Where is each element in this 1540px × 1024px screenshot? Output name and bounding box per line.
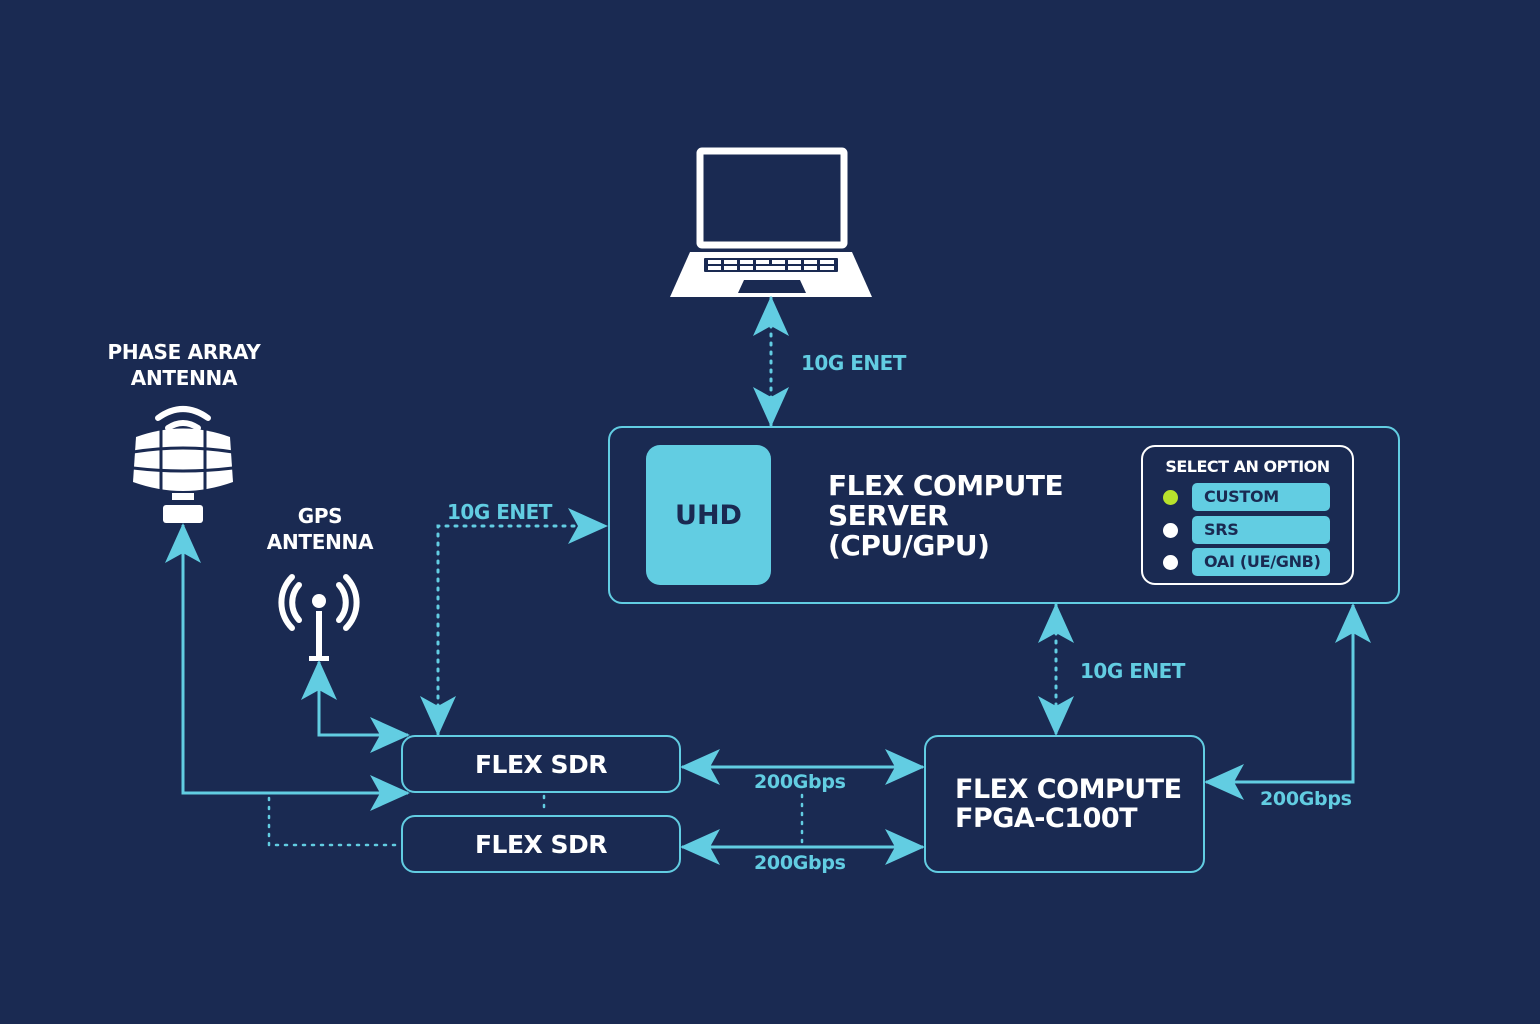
server-title-line2: SERVER xyxy=(828,499,949,532)
link-label-fpga-server: 200Gbps xyxy=(1260,788,1352,810)
server-title-line1: FLEX COMPUTE xyxy=(828,469,1064,502)
fpga-title-line1: FLEX COMPUTE xyxy=(955,774,1182,805)
phase-array-antenna-icon xyxy=(132,406,234,523)
flex-compute-fpga-box xyxy=(924,735,1205,873)
fpga-title: FLEX COMPUTE FPGA-C100T xyxy=(955,775,1182,833)
flex-compute-server-box xyxy=(608,426,1400,604)
link-label-laptop-server: 10G ENET xyxy=(801,351,906,375)
radio-unselected-icon[interactable] xyxy=(1163,554,1178,570)
select-option-panel: SELECT AN OPTION CUSTOM SRS OAI (UE/GNB) xyxy=(1141,445,1354,585)
link-label-server-fpga: 10G ENET xyxy=(1080,659,1185,683)
gps-antenna-label: GPS ANTENNA xyxy=(240,503,400,555)
option-label[interactable]: CUSTOM xyxy=(1192,483,1330,511)
fpga-title-line2: FPGA-C100T xyxy=(955,803,1138,834)
link-label-sdr2-fpga: 200Gbps xyxy=(754,852,846,874)
flex-sdr-label: FLEX SDR xyxy=(474,829,608,859)
link-dotted-sdr2 xyxy=(267,796,401,847)
phase-array-antenna-label: PHASE ARRAY ANTENNA xyxy=(84,339,284,391)
flex-sdr-box-1: FLEX SDR xyxy=(401,735,681,793)
radio-selected-icon[interactable] xyxy=(1163,489,1178,505)
flex-sdr-label: FLEX SDR xyxy=(474,749,608,779)
link-fpga-server-200g xyxy=(1204,603,1371,800)
link-phase-antenna-sdr xyxy=(165,523,410,811)
option-custom[interactable]: CUSTOM xyxy=(1163,483,1330,511)
link-gps-antenna-sdr xyxy=(301,660,410,753)
select-option-title: SELECT AN OPTION xyxy=(1165,457,1330,476)
phase-array-label-line1: PHASE ARRAY xyxy=(107,340,261,364)
option-oai[interactable]: OAI (UE/GNB) xyxy=(1163,548,1330,576)
option-label[interactable]: SRS xyxy=(1192,516,1330,544)
option-label[interactable]: OAI (UE/GNB) xyxy=(1192,548,1330,576)
option-srs[interactable]: SRS xyxy=(1163,516,1330,544)
radio-unselected-icon[interactable] xyxy=(1163,522,1178,538)
gps-label-line2: ANTENNA xyxy=(266,530,374,554)
gps-antenna-icon xyxy=(278,574,360,661)
laptop-icon xyxy=(670,147,872,297)
link-sdr-server xyxy=(420,508,608,736)
phase-array-label-line2: ANTENNA xyxy=(130,366,238,390)
flex-sdr-box-2: FLEX SDR xyxy=(401,815,681,873)
server-title-line3: (CPU/GPU) xyxy=(828,529,990,562)
link-label-sdr-server: 10G ENET xyxy=(447,500,552,524)
server-title: FLEX COMPUTE SERVER (CPU/GPU) xyxy=(828,469,1064,562)
uhd-block: UHD xyxy=(646,445,771,585)
link-label-sdr1-fpga: 200Gbps xyxy=(754,771,846,793)
gps-label-line1: GPS xyxy=(297,504,343,528)
